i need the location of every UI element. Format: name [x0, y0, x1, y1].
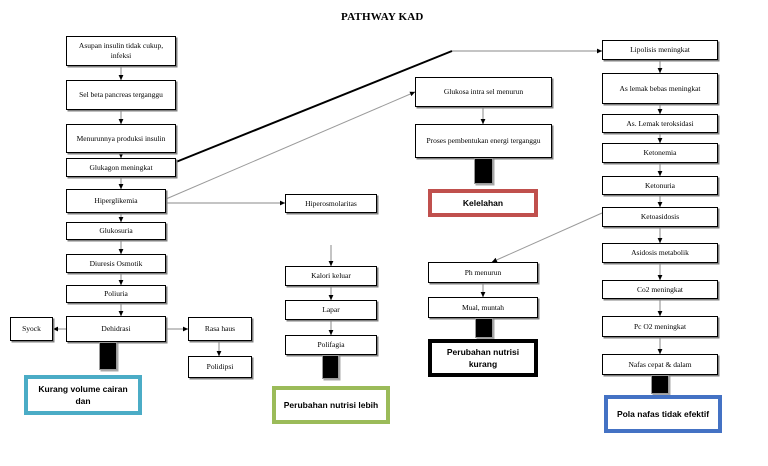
outcome-perubahan-nutrisi-lebih[interactable]: Perubahan nutrisi lebih [272, 386, 390, 424]
node-ketonemia[interactable]: Ketonemia [602, 143, 718, 163]
node-glukosuria[interactable]: Glukosuria [66, 222, 166, 240]
node-kalori-keluar[interactable]: Kalori keluar [285, 266, 377, 286]
outcome-kelelahan[interactable]: Kelelahan [428, 189, 538, 217]
outcome-pola-nafas-tidak-efektif[interactable]: Pola nafas tidak efektif [604, 395, 722, 433]
funnel-arrow-nutrisi-kurang [475, 318, 493, 338]
node-syock[interactable]: Syock [10, 317, 53, 341]
node-lapar[interactable]: Lapar [285, 300, 377, 320]
node-glukosa-intra-sel-menurun[interactable]: Glukosa intra sel menurun [415, 77, 552, 107]
node-rasa-haus[interactable]: Rasa haus [188, 317, 252, 341]
node-as-lemak-bebas-meningkat[interactable]: As lemak bebas meningkat [602, 73, 718, 104]
node-asidosis-metabolik[interactable]: Asidosis metabolik [602, 243, 718, 263]
node-hiperglikemia[interactable]: Hiperglikemia [66, 189, 166, 213]
node-asupan-insulin[interactable]: Asupan insulin tidak cukup, infeksi [66, 36, 176, 66]
node-diuresis-osmotik[interactable]: Diuresis Osmotik [66, 254, 166, 273]
node-ketoasidosis[interactable]: Ketoasidosis [602, 207, 718, 227]
node-proses-pembentukan-energi[interactable]: Proses pembentukan energi terganggu [415, 124, 552, 158]
node-sel-beta-pancreas[interactable]: Sel beta pancreas terganggu [66, 80, 176, 110]
node-glukagon-meningkat[interactable]: Glukagon meningkat [66, 158, 176, 177]
node-polifagia[interactable]: Polifagia [285, 335, 377, 355]
outcome-kurang-volume-cairan[interactable]: Kurang volume cairan dan [24, 375, 142, 415]
node-ph-menurun[interactable]: Ph menurun [428, 262, 538, 283]
node-as-lemak-teroksidasi[interactable]: As. Lemak teroksidasi [602, 114, 718, 133]
node-poliuria[interactable]: Poliuria [66, 285, 166, 303]
node-co2-meningkat[interactable]: Co2 meningkat [602, 280, 718, 299]
node-mual-muntah[interactable]: Mual, muntah [428, 297, 538, 318]
node-pco2-meningkat[interactable]: Pc O2 meningkat [602, 316, 718, 337]
node-menurunnya-produksi-insulin[interactable]: Menurunnya produksi insulin [66, 124, 176, 153]
node-nafas-cepat-dalam[interactable]: Nafas cepat & dalam [602, 354, 718, 375]
node-dehidrasi[interactable]: Dehidrasi [66, 316, 166, 342]
outcome-perubahan-nutrisi-kurang[interactable]: Perubahan nutrisi kurang [428, 339, 538, 377]
page-title: PATHWAY KAD [341, 11, 424, 23]
funnel-arrow-kurang-volume [99, 342, 117, 370]
node-lipolisis-meningkat[interactable]: Lipolisis meningkat [602, 40, 718, 60]
node-polidipsi[interactable]: Polidipsi [188, 356, 252, 378]
funnel-arrow-pola-nafas [651, 375, 669, 394]
funnel-arrow-nutrisi-lebih [322, 355, 339, 379]
node-ketonuria[interactable]: Ketonuria [602, 176, 718, 195]
funnel-arrow-kelelahan [474, 158, 493, 184]
node-hiperosmolaritas[interactable]: Hiperosmolaritas [285, 194, 377, 213]
